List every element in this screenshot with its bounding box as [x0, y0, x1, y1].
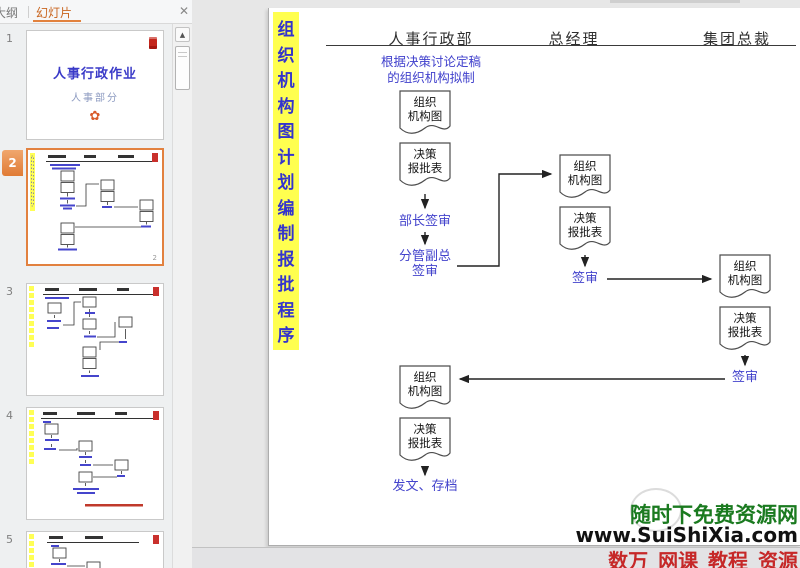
slide-thumbnail-3[interactable] — [26, 283, 164, 396]
slides-panel: 大纲 幻灯片 ✕ 1 人事行政作业 人事部分 ✿ 2 — [0, 0, 192, 568]
slide-number-4: 4 — [6, 409, 13, 422]
doc-label: 决策 报批表 — [407, 147, 443, 175]
slide-thumbnail-4[interactable] — [26, 407, 164, 520]
panel-tabbar: 大纲 幻灯片 ✕ — [0, 0, 192, 24]
flow-doc-org-chart-1[interactable]: 组织 机构图 — [399, 90, 451, 137]
slide-canvas[interactable]: 组织机构图计划编制报批程序 人事行政部 总经理 集团总裁 根据决策讨论定稿 的组… — [268, 8, 800, 546]
flow-doc-report-1[interactable]: 决策 报批表 — [399, 142, 451, 189]
document-shape — [399, 142, 451, 186]
doc-label: 组织 机构图 — [407, 95, 443, 123]
thumb1-title: 人事行政作业 — [52, 67, 137, 82]
column-header-ceo[interactable]: 集团总裁 — [702, 30, 771, 48]
thumbnail-flowchart — [29, 286, 159, 377]
scroll-up-icon[interactable]: ▲ — [175, 27, 190, 42]
document-shape — [559, 154, 611, 198]
thumbnail-flowchart — [29, 410, 159, 507]
thumbnail-flowchart — [29, 534, 159, 568]
scrollbar-thumb[interactable] — [175, 46, 190, 90]
document-shape — [559, 206, 611, 250]
step-dept-head-review[interactable]: 部长签审 — [398, 214, 451, 229]
step-issue-archive[interactable]: 发文、存档 — [392, 479, 458, 494]
tab-outline[interactable]: 大纲 — [0, 6, 19, 20]
document-shape — [399, 90, 451, 134]
flow-doc-report-4[interactable]: 决策 报批表 — [399, 417, 451, 464]
banner-text: 组织机构图计划编制报批程序 — [277, 20, 295, 346]
doc-label: 组织 机构图 — [727, 259, 763, 287]
tab-divider — [28, 6, 29, 18]
watermark: 随时下免费资源网 www.SuiShiXia.com 数万 网课 教程 资源 — [575, 488, 800, 568]
header-rule — [326, 45, 796, 46]
stamp-icon — [149, 37, 157, 49]
doc-label: 组织 机构图 — [567, 159, 603, 187]
column-header-hr-dept[interactable]: 人事行政部 — [388, 30, 474, 48]
process-title-banner[interactable]: 组织机构图计划编制报批程序 — [273, 12, 299, 350]
document-shape — [399, 417, 451, 461]
slide-number-1: 1 — [6, 32, 13, 45]
thumb2-page-number: 2 — [152, 254, 157, 262]
column-header-gm[interactable]: 总经理 — [548, 30, 600, 48]
thumb1-subtitle: 人事部分 — [71, 93, 119, 104]
step-ceo-sign[interactable]: 签审 — [731, 370, 758, 385]
tab-slides[interactable]: 幻灯片 — [36, 6, 73, 20]
flow-doc-org-chart-4[interactable]: 组织 机构图 — [399, 365, 451, 412]
watermark-url: www.SuiShiXia.com — [575, 523, 798, 547]
scrollbar-grip — [178, 52, 187, 57]
step-gm-sign[interactable]: 签审 — [571, 271, 598, 286]
doc-label: 决策 报批表 — [727, 311, 763, 339]
close-icon[interactable]: ✕ — [178, 4, 190, 18]
doc-label: 决策 报批表 — [567, 211, 603, 239]
slide-thumbnail-1[interactable]: 人事行政作业 人事部分 ✿ — [26, 30, 164, 140]
step-deputy-gm-review[interactable]: 分管副总 签审 — [398, 249, 451, 279]
panel-scrollbar[interactable]: ▲ — [172, 24, 192, 568]
flow-doc-report-3[interactable]: 决策 报批表 — [719, 306, 771, 353]
tab-slides-underline — [33, 20, 81, 22]
document-shape — [399, 365, 451, 409]
doc-label: 组织 机构图 — [407, 370, 443, 398]
document-shape — [719, 254, 771, 298]
slide-number-3: 3 — [6, 285, 13, 298]
editor-canvas: 组织机构图计划编制报批程序 人事行政部 总经理 集团总裁 根据决策讨论定稿 的组… — [192, 0, 800, 568]
doc-label: 决策 报批表 — [407, 422, 443, 450]
flow-doc-org-chart-3[interactable]: 组织 机构图 — [719, 254, 771, 301]
top-chrome-fragment — [610, 0, 740, 3]
slide-number-5: 5 — [6, 533, 13, 546]
watermark-line1: 随时下免费资源网 — [630, 503, 798, 527]
watermark-logo-circle — [630, 488, 682, 532]
thumbnail-flowchart — [30, 153, 158, 251]
slide-number-2-selected[interactable]: 2 — [2, 150, 23, 176]
intro-note[interactable]: 根据决策讨论定稿 的组织机构拟制 — [380, 54, 481, 85]
watermark-line3: 数万 网课 教程 资源 — [608, 549, 798, 568]
flower-icon: ✿ — [89, 109, 101, 124]
flow-doc-org-chart-2[interactable]: 组织 机构图 — [559, 154, 611, 201]
slide-thumbnail-5[interactable] — [26, 531, 164, 568]
document-shape — [719, 306, 771, 350]
slide-thumbnail-2[interactable]: 2 — [26, 148, 164, 266]
status-strip — [192, 547, 800, 568]
flow-doc-report-2[interactable]: 决策 报批表 — [559, 206, 611, 253]
